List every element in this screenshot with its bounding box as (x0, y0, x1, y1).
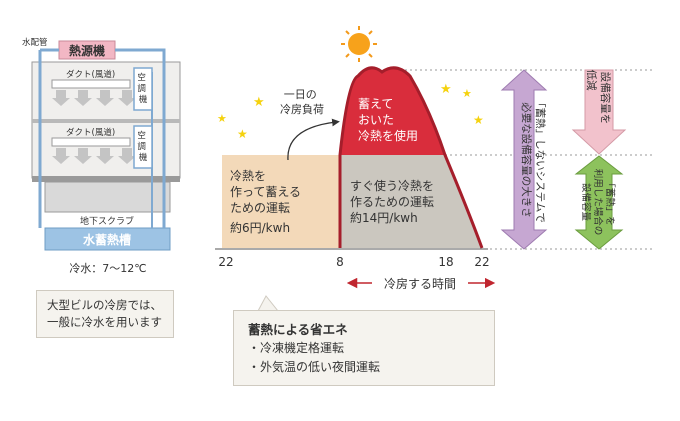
heat-source-label: 熱源機 (69, 43, 105, 58)
svg-text:低減: 低減 (585, 70, 598, 91)
pipe (115, 48, 166, 228)
air-handling-unit (133, 67, 153, 111)
stored-cold-use-area (340, 67, 445, 248)
water-temperature: 冷水：7～12℃ (69, 262, 146, 275)
water-tank (44, 227, 171, 251)
tick-22-end: 22 (474, 255, 489, 269)
without-storage-label: 「蓄熱」しないシステムで 必要な設備容量の大きさ (520, 97, 547, 223)
tank-label: 水蓄熱槽 (83, 232, 131, 247)
building-note-line2: 一般に冷水を用います (47, 315, 162, 329)
airflow-arrows (52, 148, 136, 164)
svg-text:★: ★ (473, 113, 484, 127)
daytime-operation-area (340, 155, 482, 248)
daytime-operation-text: すぐ使う冷熱を 作るための運転 約14円/kwh (350, 178, 438, 225)
reduction-label: 設備容量を 低減 (585, 70, 612, 125)
moon-icon (231, 67, 252, 89)
ahu-label: 空 調 機 (137, 130, 148, 163)
energy-saving-title: 蓄熱による省エネ (248, 322, 348, 337)
night-storage-area (222, 155, 340, 248)
slab-label: 地下スクラブ (80, 215, 134, 227)
daily-load-pointer (287, 118, 340, 161)
duct-label: ダクト(風道) (66, 69, 115, 80)
svg-text:★: ★ (253, 95, 265, 110)
load-curve (338, 66, 484, 249)
pipe-label: 水配管 (22, 37, 48, 48)
building-illustration: 水配管 熱源機 地下スクラブ 水蓄熱槽 ダクト(風道) 空 調 機 (22, 37, 181, 275)
svg-text:設備容量を: 設備容量を (599, 72, 612, 125)
capacity-arrows: 「蓄熱」しないシステムで 必要な設備容量の大きさ 設備容量を 低減 「蓄熱」を … (500, 69, 627, 250)
with-storage-label: 「蓄熱」を 利用した場合の 設備容量 (580, 169, 616, 236)
energy-saving-item: ・外気温の低い夜間運転 (248, 360, 381, 374)
duct-label: ダクト(風道) (66, 127, 115, 138)
with-storage-capacity-arrow (574, 155, 624, 250)
duct (51, 137, 131, 147)
airflow-arrows (52, 90, 136, 106)
svg-text:必要な設備容量の大きさ: 必要な設備容量の大きさ (520, 102, 533, 218)
star-icons: ★ ★ ★ ★ ★ ★ (217, 82, 484, 141)
without-storage-capacity-arrow (500, 69, 548, 250)
svg-text:「蓄熱」を: 「蓄熱」を (604, 178, 616, 226)
energy-saving-note: 蓄熱による省エネ ・冷凍機定格運転 ・外気温の低い夜間運転 (233, 310, 495, 386)
tick-22-start: 22 (218, 255, 233, 269)
load-chart: 22 8 18 22 冷房する時間 冷熱を 作って蓄える ための運転 約6円/k… (215, 66, 655, 291)
underground-slab (44, 181, 171, 213)
duct (51, 79, 131, 89)
reduction-arrow (571, 69, 627, 155)
tick-8: 8 (336, 255, 344, 269)
night-operation-text: 冷熱を 作って蓄える ための運転 約6円/kwh (230, 169, 305, 235)
ground-floor-slab (32, 176, 180, 182)
cooling-hours-label: 冷房する時間 (384, 276, 456, 291)
svg-text:「蓄熱」しないシステムで: 「蓄熱」しないシステムで (534, 97, 547, 223)
daily-load-label: 一日の 冷房負荷 (280, 88, 324, 116)
sun-icon (341, 26, 377, 62)
energy-saving-item: ・冷凍機定格運転 (248, 341, 345, 355)
svg-text:★: ★ (217, 112, 227, 125)
ahu-label: 空 調 機 (137, 72, 148, 105)
air-handling-unit (133, 125, 153, 169)
tick-18: 18 (438, 255, 453, 269)
svg-text:★: ★ (440, 82, 452, 97)
floor-slab (32, 119, 180, 123)
stored-cold-text: 蓄えて おいた 冷熱を使用 (358, 97, 418, 143)
note-pointer (257, 295, 280, 312)
svg-text:利用した場合の: 利用した場合の (592, 169, 604, 236)
svg-text:★: ★ (237, 127, 248, 141)
svg-text:設備容量: 設備容量 (580, 183, 592, 222)
building-note-line1: 大型ビルの冷房では、 (47, 298, 162, 312)
svg-text:★: ★ (462, 87, 472, 100)
building-note: 大型ビルの冷房では、 一般に冷水を用います (36, 290, 174, 338)
